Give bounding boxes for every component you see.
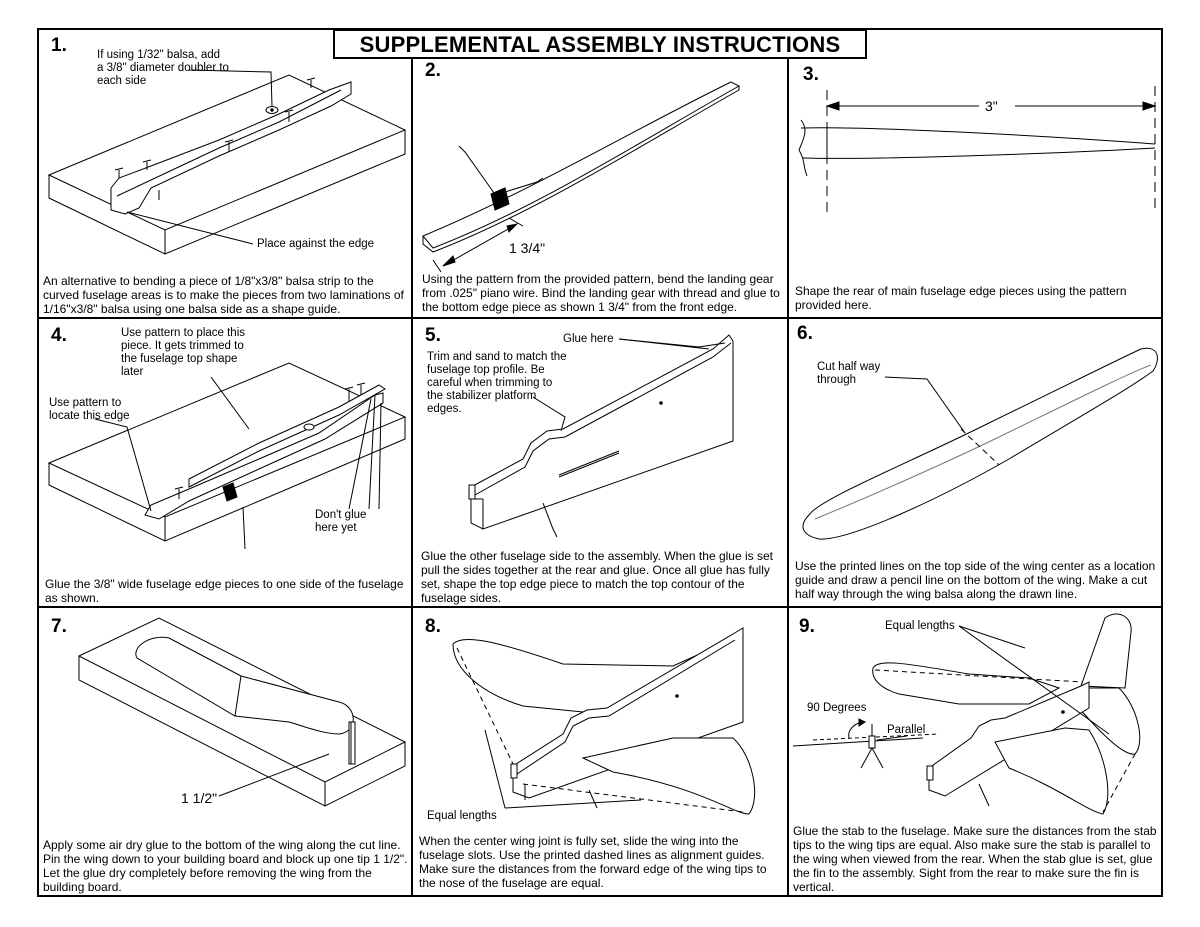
step-3-illustration bbox=[789, 60, 1161, 317]
step-3-panel: 3. 3" Shape the rear of main fuselage ed… bbox=[789, 60, 1161, 317]
step-caption: Glue the other fuselage side to the asse… bbox=[421, 549, 773, 605]
step-caption: Use the printed lines on the top side of… bbox=[795, 559, 1156, 601]
step-caption: Using the pattern from the provided patt… bbox=[422, 272, 780, 314]
step-9-panel: 9. Equal lengths 90 Degrees Parallel bbox=[789, 608, 1161, 895]
step-caption: When the center wing joint is fully set,… bbox=[419, 834, 767, 890]
dimension-label: 1 1/2" bbox=[181, 790, 218, 806]
step-1-panel: 1. If using 1/32" balsa, add a 3/8" diam… bbox=[39, 30, 411, 317]
step-caption: Glue the 3/8" wide fuselage edge pieces … bbox=[45, 577, 404, 605]
step-2-illustration bbox=[413, 60, 787, 317]
callout-doubler: If using 1/32" balsa, add a 3/8" diamete… bbox=[97, 49, 229, 87]
step-number: 1. bbox=[51, 35, 67, 56]
step-5-panel: 5. Glue here Trim and sand to match the … bbox=[413, 319, 787, 606]
callout-equal-lengths: Equal lengths bbox=[885, 620, 955, 632]
step-number: 3. bbox=[803, 64, 819, 85]
step-2-panel: 2. 1 3/4" Using the pattern from the pro… bbox=[413, 60, 787, 317]
step-caption: An alternative to bending a piece of 1/8… bbox=[43, 274, 404, 316]
step-caption: Shape the rear of main fuselage edge pie… bbox=[795, 284, 1127, 312]
dimension-label: 3" bbox=[985, 98, 998, 114]
grid-divider-h2 bbox=[37, 606, 1163, 608]
page-title: SUPPLEMENTAL ASSEMBLY INSTRUCTIONS bbox=[333, 29, 867, 59]
step-7-illustration bbox=[39, 608, 411, 895]
callout-locate-edge: Use pattern to locate this edge bbox=[49, 397, 130, 422]
step-caption: Glue the stab to the fuselage. Make sure… bbox=[793, 824, 1157, 894]
step-4-panel: 4. Use pattern to place this piece. It g… bbox=[39, 319, 411, 606]
step-number: 9. bbox=[799, 616, 815, 637]
step-number: 5. bbox=[425, 325, 441, 346]
step-4-illustration bbox=[39, 319, 411, 606]
callout-glue-here: Glue here bbox=[563, 333, 614, 345]
callout-equal-lengths: Equal lengths bbox=[427, 810, 497, 822]
dimension-label: 1 3/4" bbox=[509, 240, 546, 256]
step-number: 4. bbox=[51, 325, 67, 346]
callout-parallel: Parallel bbox=[887, 724, 926, 736]
step-1-illustration bbox=[39, 30, 411, 317]
step-8-illustration bbox=[413, 608, 787, 895]
grid-divider-h1 bbox=[37, 317, 1163, 319]
grid-divider-v2 bbox=[787, 58, 789, 897]
step-number: 6. bbox=[797, 323, 813, 344]
callout-trim-sand: Trim and sand to match the fuselage top … bbox=[427, 351, 567, 415]
step-9-illustration bbox=[789, 608, 1161, 895]
callout-edge: Place against the edge bbox=[257, 238, 375, 250]
step-caption: Apply some air dry glue to the bottom of… bbox=[43, 838, 408, 894]
step-number: 8. bbox=[425, 616, 441, 637]
step-7-panel: 7. 1 1/2" Apply some air dry glue to the… bbox=[39, 608, 411, 895]
callout-place-piece: Use pattern to place this piece. It gets… bbox=[121, 327, 246, 378]
step-6-panel: 6. Cut half way through Use the printed … bbox=[789, 319, 1161, 606]
step-5-illustration bbox=[413, 319, 787, 606]
step-6-illustration bbox=[789, 319, 1161, 606]
callout-90-degrees: 90 Degrees bbox=[807, 702, 867, 714]
callout-dont-glue: Don't glue here yet bbox=[315, 509, 367, 534]
step-number: 7. bbox=[51, 616, 67, 637]
callout-cut: Cut half way through bbox=[817, 361, 881, 386]
step-number: 2. bbox=[425, 60, 441, 81]
step-8-panel: 8. Equal lengths When the center wing jo… bbox=[413, 608, 787, 895]
grid-divider-v1 bbox=[411, 28, 413, 897]
